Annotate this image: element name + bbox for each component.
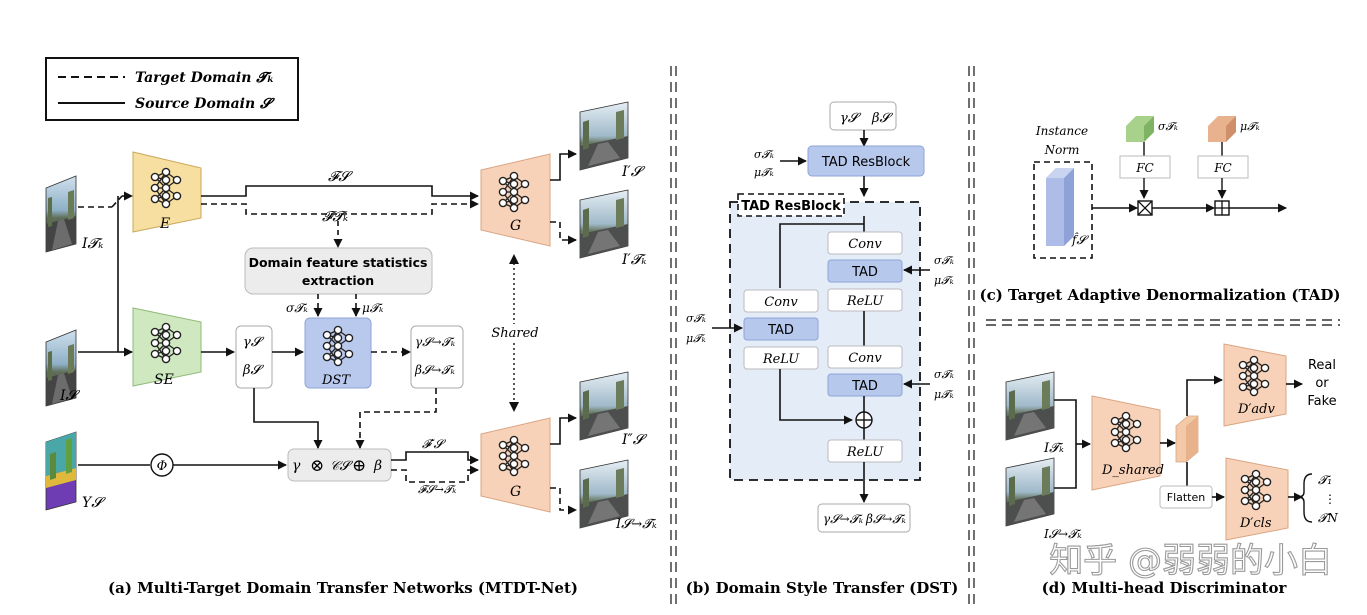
mu-left: μ𝓣ₖ [686,332,706,345]
caption-b: (b) Domain Style Transfer (DST) [686,579,959,597]
mu-1: μ𝓣ₖ [934,274,954,287]
conv-left: Conv [764,295,798,310]
flatten-label: Flatten [1167,491,1206,504]
real-label: Real [1308,358,1336,373]
f-hat-label: f̂𝓢 [1071,231,1089,247]
sigma-label: σ𝓣ₖ [286,301,308,315]
dst-label: DST [321,373,351,388]
bottom-beta: β𝓢→𝓣ₖ [865,512,906,526]
watermark-text: 知乎 @弱弱的小白 [1049,541,1332,581]
disc-input-st [1005,457,1055,527]
disc-label-st: I𝓢→𝓣ₖ [1043,527,1082,541]
fc-2: FC [1213,161,1232,175]
caption-d: (d) Multi-head Discriminator [1042,579,1288,597]
conv-2: Conv [848,351,882,366]
sigma-left: σ𝓣ₖ [686,312,706,325]
d-cls-label: D′cls [1239,516,1272,531]
feature-target: 𝓕𝓣ₖ [322,209,348,225]
mu-top: μ𝓣ₖ [754,166,774,179]
mu-2: μ𝓣ₖ [934,388,954,401]
or-label: or [1315,376,1329,391]
dots-label: ⋮ [1324,492,1336,506]
tad-resblock-title: TAD ResBlock [741,199,841,214]
panel-d: I𝓣ₖ I𝓢→𝓣ₖ D_shared Flatten D′adv Real or… [1005,343,1338,597]
bottom-gamma: γ𝓢→𝓣ₖ [823,512,864,526]
disc-input-target [1005,371,1055,441]
t1-label: 𝓣₁ [1318,473,1332,487]
label-img-target: I𝓣ₖ [81,236,104,252]
mu-label: μ𝓣ₖ [362,301,384,315]
fc-1: FC [1135,161,1154,175]
conv-1: Conv [848,237,882,252]
relu-2: ReLU [846,445,884,460]
mu-c: μ𝓣ₖ [1240,120,1260,133]
legend-source: Source Domain 𝓢 [135,96,275,112]
output-image-s2 [579,371,629,441]
label-map [45,431,77,511]
label-img-label: Y𝓢 [82,495,106,511]
encoder-label: E [159,216,170,232]
combine-beta: β [373,458,382,474]
beta-s: β𝓢 [242,363,265,378]
phi-label: Φ [157,459,168,474]
generator-top-label: G [510,218,521,234]
panel-a: Target Domain 𝓣ₖ Source Domain 𝓢 I𝓣ₖ I𝓢 … [45,57,657,597]
target-image [45,175,77,253]
feature-source: 𝓕𝓢 [328,169,353,185]
label-img-source: I𝓢 [59,388,81,404]
output-label-s2: I″𝓢 [621,432,648,448]
sigma-1: σ𝓣ₖ [934,254,954,267]
fake-label: Fake [1307,394,1336,409]
caption-c: (c) Target Adaptive Denormalization (TAD… [979,286,1340,304]
top-gamma: γ𝓢 [840,111,862,126]
tad-2: TAD [851,379,878,394]
style-encoder-label: SE [154,372,174,388]
panel-b: γ𝓢 β𝓢 TAD ResBlock σ𝓣ₖ μ𝓣ₖ TAD ResBlock … [686,101,959,597]
feature-st: 𝓕𝓢→𝓣ₖ [418,483,456,496]
d-adv-label: D′adv [1237,402,1275,417]
feature-source-prime: 𝓕′𝓢 [422,437,447,451]
panel-separators [670,66,1340,608]
output-label-s: I′𝓢 [621,164,646,180]
combine-gamma: γ [292,458,301,474]
caption-a: (a) Multi-Target Domain Transfer Network… [108,579,578,597]
tad-resblock-top: TAD ResBlock [821,155,911,170]
tad-left: TAD [767,323,794,338]
relu-1: ReLU [846,294,884,309]
sigma-c: σ𝓣ₖ [1158,120,1178,133]
d-shared-label: D_shared [1101,463,1164,478]
beta-st: β𝓢→𝓣ₖ [414,363,455,377]
disc-label-t: I𝓣ₖ [1043,441,1064,456]
sigma-2: σ𝓣ₖ [934,368,954,381]
output-image-s [579,101,629,171]
gamma-s: γ𝓢 [243,335,265,350]
shared-label: Shared [491,326,538,341]
tn-label: 𝓣N [1318,511,1338,525]
gamma-st: γ𝓢→𝓣ₖ [415,335,456,349]
generator-bottom-label: G [510,484,521,500]
output-image-t [579,189,629,259]
instance-norm-2: Norm [1044,143,1080,157]
stats-line-1: Domain feature statistics [249,255,428,270]
relu-left: ReLU [762,352,800,367]
legend-target: Target Domain 𝓣ₖ [135,70,274,86]
output-label-st: I𝓢→𝓣ₖ [615,517,657,532]
tad-1: TAD [851,265,878,280]
combine-otimes: ⊗ [310,456,324,476]
instance-norm-1: Instance [1035,124,1088,138]
top-beta: β𝓢 [871,111,894,126]
output-label-t: I′𝓣ₖ [621,252,647,268]
panel-c: Instance Norm f̂𝓢 σ𝓣ₖ FC μ𝓣ₖ FC (c) [979,116,1341,304]
sigma-top: σ𝓣ₖ [754,148,774,161]
stats-line-2: extraction [302,273,374,288]
combine-cs: 𝒞𝓢 [330,459,353,474]
combine-oplus: ⊕ [352,456,366,476]
